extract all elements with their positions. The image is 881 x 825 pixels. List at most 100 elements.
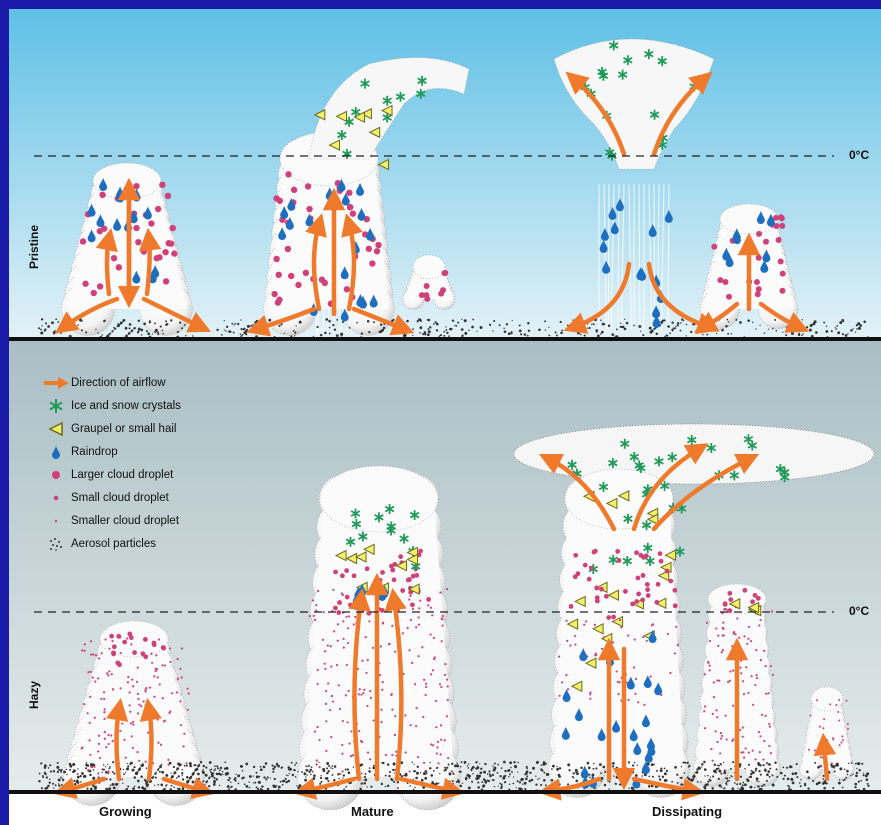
- large-droplet-icon: [97, 228, 103, 234]
- smaller-droplet-icon: [111, 673, 113, 675]
- smaller-droplet-icon: [92, 676, 94, 678]
- smaller-droplet-icon: [97, 772, 99, 774]
- legend-item-graupel: Graupel or small hail: [41, 417, 181, 440]
- smaller-droplet-icon: [108, 648, 110, 650]
- small-droplet-icon: [754, 279, 760, 285]
- smaller-droplet-icon: [763, 650, 765, 652]
- small-droplet-icon: [630, 601, 635, 606]
- smaller-droplet-icon: [748, 626, 750, 628]
- small-droplet-icon: [143, 654, 148, 659]
- smaller-droplet-icon: [759, 751, 761, 753]
- smaller-droplet-icon: [745, 747, 747, 749]
- stage-label-growing: Growing: [99, 804, 152, 819]
- smaller-droplet-icon: [155, 668, 157, 670]
- smaller-droplet-icon: [330, 645, 332, 647]
- smaller-droplet-icon: [829, 703, 831, 705]
- smaller-droplet-icon: [703, 710, 705, 712]
- smaller-droplet-icon: [329, 709, 331, 711]
- small-droplet-icon: [122, 640, 127, 645]
- smaller-droplet-icon: [722, 627, 724, 629]
- smaller-droplet-icon: [391, 625, 393, 627]
- smaller-droplet-icon: [754, 758, 756, 760]
- large-droplet-icon: [374, 248, 380, 254]
- smaller-droplet-icon: [394, 715, 396, 717]
- legend-item-airflow: Direction of airflow: [41, 371, 181, 394]
- legend-label: Small cloud droplet: [71, 492, 169, 504]
- smaller-droplet-icon: [716, 716, 718, 718]
- smaller-droplet-icon: [847, 728, 849, 730]
- smaller-droplet-icon: [742, 680, 744, 682]
- smaller-droplet-icon: [131, 735, 133, 737]
- smaller-droplet-icon: [372, 647, 374, 649]
- graupel-icon: [41, 419, 71, 439]
- small-droplet-icon: [392, 577, 397, 582]
- small-droplet-icon: [333, 606, 338, 611]
- smaller-droplet-icon: [437, 741, 439, 743]
- small-droplet-icon: [573, 574, 578, 579]
- smaller-droplet-icon: [136, 681, 138, 683]
- smaller-droplet-icon: [415, 725, 417, 727]
- airflow-arrow-icon: [117, 709, 120, 779]
- large-droplet-icon: [273, 195, 279, 201]
- smaller-droplet-icon: [820, 765, 822, 767]
- small-droplet-icon: [117, 662, 122, 667]
- large-droplet-icon: [91, 290, 97, 296]
- large-droplet-icon: [80, 238, 86, 244]
- smaller-droplet-icon: [415, 707, 417, 709]
- smaller-droplet-icon: [164, 720, 166, 722]
- small-droplet-icon: [645, 582, 650, 587]
- smaller-droplet-icon: [177, 678, 179, 680]
- small-droplet-icon: [756, 231, 762, 237]
- small-droplet-icon: [438, 291, 444, 297]
- large-droplet-icon: [155, 206, 161, 212]
- large-droplet-icon: [291, 187, 297, 193]
- small-droplet-icon: [727, 608, 732, 613]
- smaller-droplet-icon: [440, 724, 442, 726]
- large-droplet-icon: [375, 242, 381, 248]
- smaller-droplet-icon: [715, 709, 717, 711]
- smaller-droplet-icon: [104, 708, 106, 710]
- legend: Direction of airflow Ice and snow crysta…: [41, 371, 181, 555]
- smaller-droplet-icon: [770, 665, 772, 667]
- legend-item-ice: Ice and snow crystals: [41, 394, 181, 417]
- large-droplet-icon: [305, 183, 311, 189]
- smaller-droplet-icon: [314, 619, 316, 621]
- airflow-arrow-icon: [824, 744, 827, 779]
- smaller-droplet-icon: [90, 640, 92, 642]
- smaller-droplet-icon: [419, 600, 421, 602]
- airflow-arrow-icon: [147, 239, 150, 294]
- large-droplet-icon: [346, 190, 352, 196]
- large-droplet-icon: [350, 210, 356, 216]
- smaller-droplet-icon: [594, 624, 596, 626]
- smaller-droplet-icon: [752, 704, 754, 706]
- smaller-droplet-icon: [441, 624, 443, 626]
- smaller-droplet-icon: [313, 615, 315, 617]
- smaller-droplet-icon: [350, 755, 352, 757]
- smaller-droplet-icon: [129, 704, 131, 706]
- smaller-droplet-icon: [369, 690, 371, 692]
- small-droplet-icon: [132, 650, 137, 655]
- large-droplet-icon: [171, 250, 177, 256]
- smaller-droplet-icon: [425, 686, 427, 688]
- smaller-droplet-icon: [323, 611, 325, 613]
- small-droplet-icon: [779, 288, 785, 294]
- smaller-droplet-icon: [147, 732, 149, 734]
- smaller-droplet-icon: [169, 661, 171, 663]
- smaller-droplet-icon: [142, 700, 144, 702]
- smaller-droplet-icon: [341, 592, 343, 594]
- smaller-droplet-icon: [380, 645, 382, 647]
- smaller-droplet-icon: [713, 681, 715, 683]
- small-droplet-icon: [750, 599, 755, 604]
- small-droplet-icon: [623, 589, 628, 594]
- smaller-droplet-icon: [646, 640, 648, 642]
- small-droplet-icon: [592, 550, 597, 555]
- smaller-droplet-icon: [167, 764, 169, 766]
- smaller-droplet-icon: [185, 762, 187, 764]
- smaller-droplet-icon: [674, 652, 676, 654]
- large-droplet-icon: [135, 239, 141, 245]
- smaller-droplet-icon: [822, 727, 824, 729]
- smaller-droplet-icon: [365, 672, 367, 674]
- smaller-droplet-icon: [767, 692, 769, 694]
- smaller-droplet-icon: [312, 599, 314, 601]
- legend-item-aerosol: Aerosol particles: [41, 532, 181, 555]
